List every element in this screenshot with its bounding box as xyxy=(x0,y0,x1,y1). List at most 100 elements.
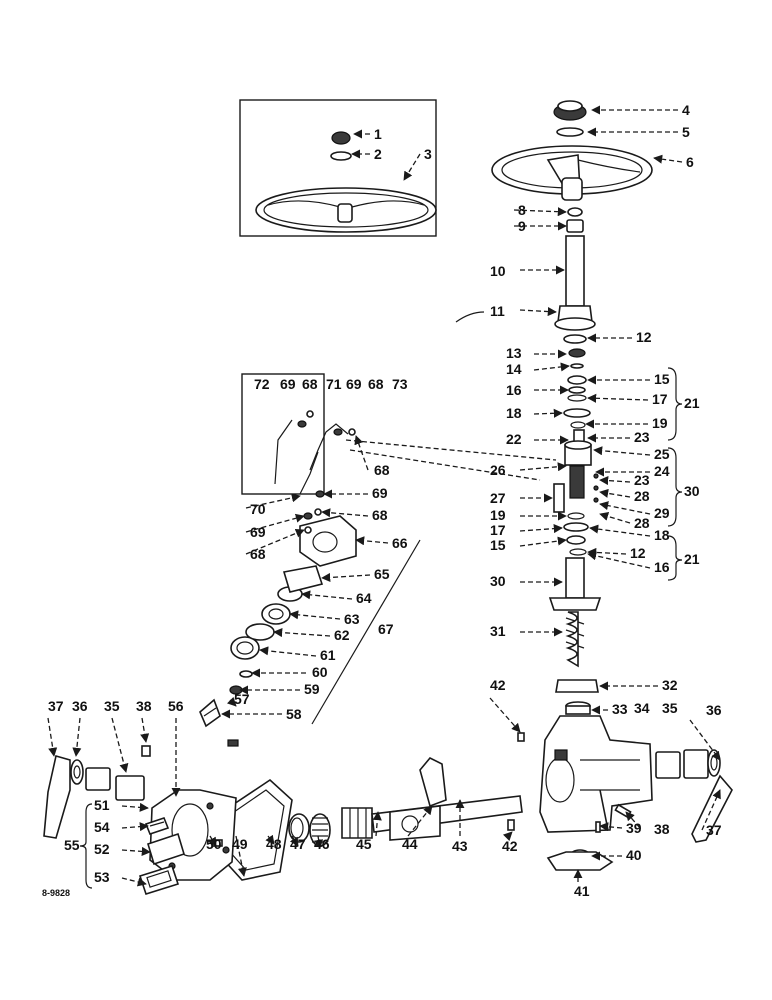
callout-31: 31 xyxy=(490,623,506,639)
part-worm-shaft xyxy=(548,557,602,668)
callout-21: 22 xyxy=(506,431,522,447)
inset-box-alternate-wheel xyxy=(239,99,437,237)
callout-68-inset: 68 xyxy=(302,376,318,392)
part-steering-wheel xyxy=(491,145,653,201)
part-fitting-68-inset xyxy=(306,410,314,418)
part-fitting-69-c xyxy=(303,512,313,520)
part-fitting-69-a xyxy=(333,428,343,436)
callout-10: 10 xyxy=(490,263,506,279)
brace-29 xyxy=(667,447,683,527)
callout-65: 65 xyxy=(374,566,390,582)
callout-leader-49 xyxy=(372,811,382,837)
callout-35-left: 35 xyxy=(104,698,120,714)
callout-73: 73 xyxy=(392,376,408,392)
callout-33: 33 xyxy=(612,701,628,717)
callout-70: 70 xyxy=(250,501,266,517)
part-sleeve-9 xyxy=(566,219,584,233)
callout-59: 59 xyxy=(304,681,320,697)
callout-leader-57 xyxy=(121,846,151,856)
callout-68-top: 68 xyxy=(368,376,384,392)
callout-leader-64 xyxy=(273,628,331,638)
callout-43: 43 xyxy=(452,838,468,854)
callout-leader-20 xyxy=(593,446,651,456)
callout-leader-33 xyxy=(587,551,651,569)
part-seal-13 xyxy=(568,348,586,358)
part-seal-36-right xyxy=(707,749,721,777)
callout-22-lower: 23 xyxy=(634,472,650,488)
callout-64: 64 xyxy=(356,590,372,606)
part-bearing-15-lower xyxy=(566,535,586,545)
callout-62: 62 xyxy=(334,627,350,643)
callout-17-lower: 17 xyxy=(490,522,506,538)
callout-leader-52 xyxy=(265,834,275,845)
pointer-mark xyxy=(455,311,485,323)
callout-12-lower: 12 xyxy=(630,545,646,561)
callout-22-upper: 23 xyxy=(634,429,650,445)
callout-37-right: 37 xyxy=(706,822,722,838)
callout-leader-40 xyxy=(72,717,82,757)
callout-leader-32 xyxy=(587,547,627,557)
part-tube-71 xyxy=(309,423,349,471)
callout-66: 66 xyxy=(392,535,408,551)
callout-leader-43 xyxy=(140,717,150,743)
inset-box-hydraulic-lines xyxy=(241,373,325,495)
leader-dashed-valve-2 xyxy=(349,449,541,481)
callout-30: 30 xyxy=(490,573,506,589)
callout-leader-58 xyxy=(121,877,147,887)
part-bushing-33 xyxy=(565,701,591,715)
callout-leader-68 xyxy=(355,536,389,546)
callout-leader-28 xyxy=(599,511,631,524)
callout-leader-75 xyxy=(625,811,641,829)
callout-68-lower: 68 xyxy=(372,507,388,523)
callout-leader-54 xyxy=(207,835,217,847)
part-cap-washer xyxy=(556,127,584,137)
callout-67: 67 xyxy=(378,621,394,637)
callout-49: 49 xyxy=(232,836,248,852)
callout-20-lower: 21 xyxy=(684,551,700,567)
part-race-18-upper xyxy=(563,408,591,418)
part-pin-42-upper xyxy=(517,732,525,742)
callout-leader-16 xyxy=(533,408,563,418)
callout-55: 55 xyxy=(64,837,80,853)
part-piston-63 xyxy=(261,603,291,625)
callout-27-lower: 28 xyxy=(634,515,650,531)
callout-leader-76 xyxy=(599,822,623,832)
callout-37-left: 37 xyxy=(48,698,64,714)
part-pitman-arm-right xyxy=(691,774,733,843)
callout-53: 53 xyxy=(94,869,110,885)
part-gear-housing xyxy=(539,715,653,833)
callout-leader-53 xyxy=(235,835,247,877)
brace-55 xyxy=(79,803,93,889)
figure-reference-code: 8-9828 xyxy=(42,888,70,898)
callout-68-mid: 68 xyxy=(374,462,390,478)
callout-leader-30 xyxy=(589,524,651,537)
callout-labels: 1 2 3 4 5 6 8 9 10 11 12 13 14 15 16 17 … xyxy=(42,102,722,899)
part-ring-19-upper xyxy=(570,421,586,429)
callout-leader-48 xyxy=(407,805,433,837)
part-cylinder-66 xyxy=(299,515,357,567)
callout-61: 61 xyxy=(320,647,336,663)
callout-19-lower: 19 xyxy=(490,507,506,523)
callout-leader-71 xyxy=(321,508,369,518)
callout-20-upper: 21 xyxy=(684,395,700,411)
callout-leader-42 xyxy=(111,717,129,773)
callout-69-inset: 69 xyxy=(280,376,296,392)
bracket-67 xyxy=(311,539,421,725)
part-bushing-35b-right xyxy=(683,749,709,779)
callout-14: 14 xyxy=(506,361,522,377)
callout-50: 50 xyxy=(206,836,222,852)
callout-52: 52 xyxy=(94,841,110,857)
part-fitting-68-b xyxy=(314,508,322,516)
callout-leader-29 xyxy=(519,524,563,534)
callout-69-top: 69 xyxy=(346,376,362,392)
callout-38-right: 38 xyxy=(654,821,670,837)
callout-4: 4 xyxy=(682,102,690,118)
callout-19-upper: 19 xyxy=(652,415,668,431)
part-wheel-cap-inset xyxy=(330,131,352,161)
callout-38-left: 38 xyxy=(136,698,152,714)
callout-44: 44 xyxy=(402,836,418,852)
callout-5: 5 xyxy=(682,124,690,140)
part-seal-62 xyxy=(245,623,275,641)
part-o-ring-12-upper xyxy=(563,334,587,344)
